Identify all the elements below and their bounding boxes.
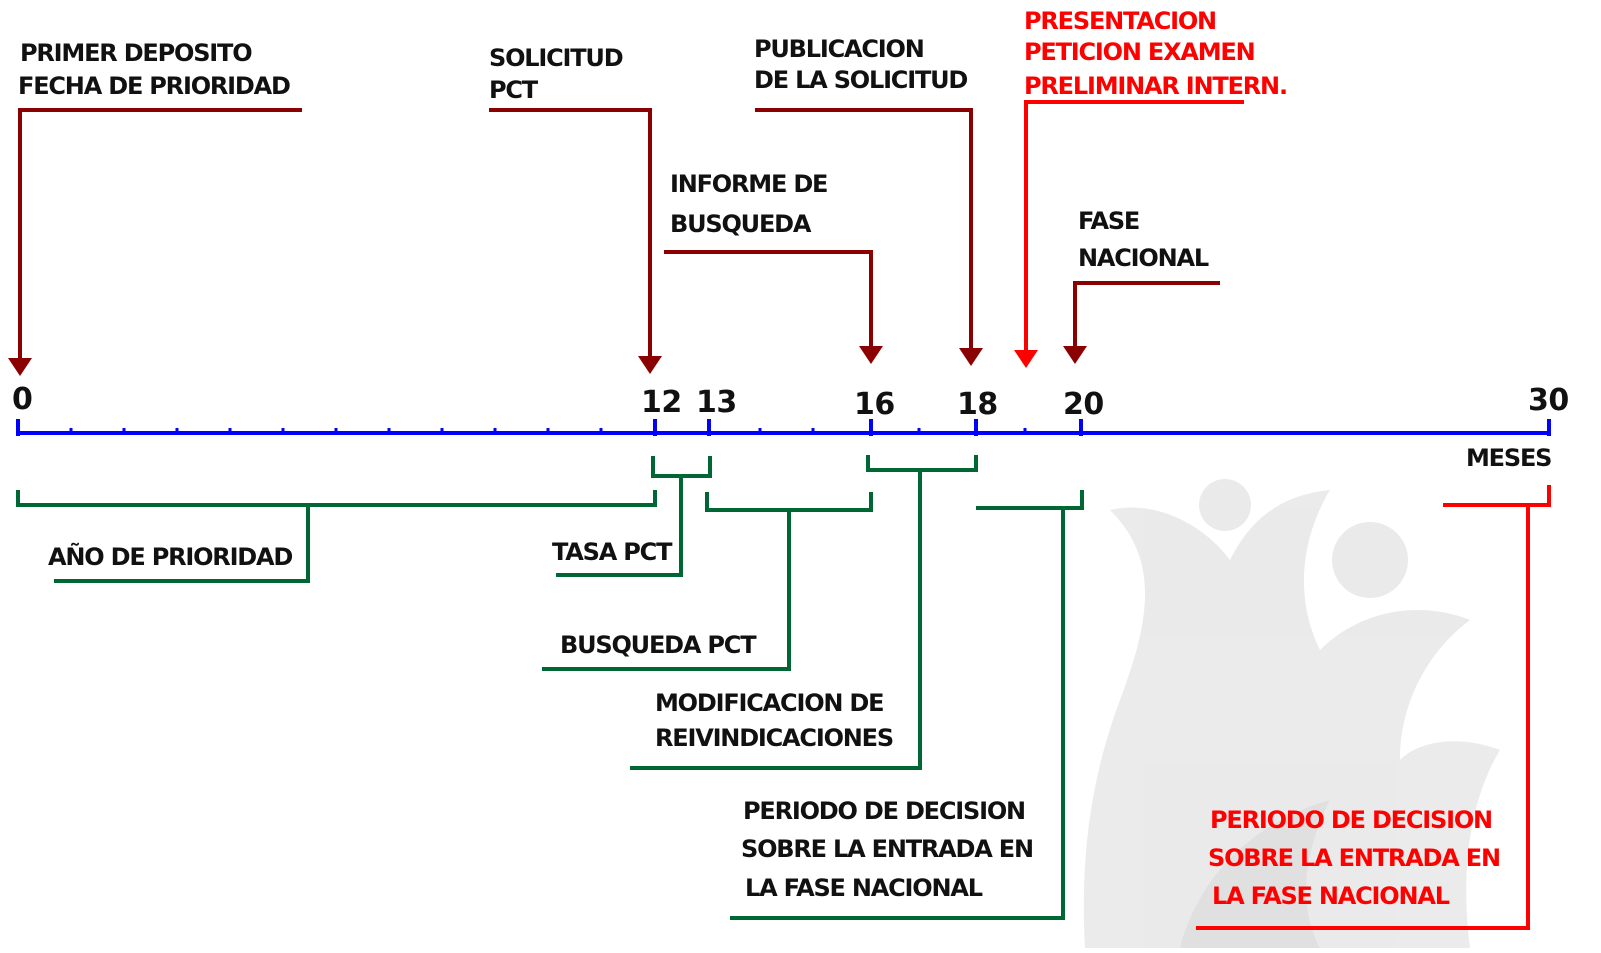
tick-label-13: 13 <box>696 385 737 420</box>
label-decision-green-1: PERIODO DE DECISION <box>743 797 1025 825</box>
label-fase-nacional-2: NACIONAL <box>1078 244 1209 272</box>
label-presentacion-1: PRESENTACION <box>1024 7 1216 35</box>
arrow-fase-nacional <box>1073 281 1220 348</box>
arrowhead-informe-busqueda <box>859 346 883 364</box>
arrow-solicitud-pct <box>489 108 652 358</box>
label-presentacion-2: PETICION EXAMEN <box>1024 38 1255 66</box>
arrow-publicacion <box>755 108 973 350</box>
arrow-presentacion-line <box>1024 100 1244 352</box>
arrowhead-fase-nacional <box>1063 346 1087 364</box>
tick-label-16: 16 <box>854 387 895 422</box>
arrowhead-solicitud-pct <box>638 356 662 374</box>
tick-label-12: 12 <box>641 385 682 420</box>
arrow-informe-busqueda <box>664 250 873 348</box>
label-publicacion-2: DE LA SOLICITUD <box>754 66 967 94</box>
arrowhead-primer-deposito <box>8 358 32 376</box>
period-brackets <box>16 455 1084 920</box>
label-modificacion-1: MODIFICACION DE <box>655 689 883 717</box>
event-arrowheads <box>8 346 1087 376</box>
tick-label-20: 20 <box>1063 387 1104 422</box>
label-ano-prioridad: AÑO DE PRIORIDAD <box>48 542 292 571</box>
label-busqueda-pct: BUSQUEDA PCT <box>560 631 757 659</box>
minor-ticks <box>69 428 1027 433</box>
bracket-tasa-pct <box>651 456 712 478</box>
label-decision-red-2: SOBRE LA ENTRADA EN <box>1208 844 1500 872</box>
label-decision-green-3: LA FASE NACIONAL <box>745 874 983 902</box>
major-ticks <box>16 419 1551 436</box>
timeline-axis <box>16 419 1551 436</box>
label-decision-green-2: SOBRE LA ENTRADA EN <box>741 835 1033 863</box>
label-fase-nacional-1: FASE <box>1078 207 1139 235</box>
tick-label-18: 18 <box>957 387 998 422</box>
label-informe-busqueda-2: BUSQUEDA <box>670 210 812 238</box>
label-decision-red-1: PERIODO DE DECISION <box>1210 806 1492 834</box>
leader-modificacion <box>630 470 922 770</box>
leader-decision-red <box>1196 505 1530 930</box>
bracket-decision-red <box>1443 485 1551 507</box>
leader-busqueda-pct <box>542 510 791 671</box>
tick-label-30: 30 <box>1528 383 1569 418</box>
label-primer-deposito-2: FECHA DE PRIORIDAD <box>18 72 290 100</box>
bracket-modificacion <box>866 455 978 472</box>
bracket-busqueda-pct <box>705 492 873 512</box>
bracket-ano-prioridad <box>16 490 657 507</box>
label-modificacion-2: REIVINDICACIONES <box>655 724 893 752</box>
label-tasa-pct: TASA PCT <box>552 538 673 566</box>
label-primer-deposito-1: PRIMER DEPOSITO <box>20 39 252 67</box>
tick-label-0: 0 <box>12 382 32 417</box>
watermark-emblem <box>1083 479 1500 948</box>
arrowhead-publicacion <box>959 348 983 366</box>
arrow-primer-deposito <box>18 108 302 360</box>
axis-unit-label: MESES <box>1466 444 1551 472</box>
event-arrows <box>18 108 1220 360</box>
leader-decision-green <box>730 508 1065 920</box>
period-bracket-red <box>1196 485 1551 930</box>
label-presentacion-3: PRELIMINAR INTERN. <box>1024 72 1287 100</box>
leader-ano-prioridad <box>54 505 310 583</box>
label-informe-busqueda-1: INFORME DE <box>670 170 827 198</box>
label-solicitud-pct-2: PCT <box>489 76 539 104</box>
period-labels: AÑO DE PRIORIDAD TASA PCT BUSQUEDA PCT M… <box>48 538 1501 910</box>
arrowhead-presentacion <box>1014 350 1038 368</box>
tick-labels: 0 12 13 16 18 20 30 MESES <box>12 382 1569 472</box>
event-labels: PRIMER DEPOSITO FECHA DE PRIORIDAD SOLIC… <box>18 7 1288 272</box>
label-publicacion-1: PUBLICACION <box>754 35 924 63</box>
label-decision-red-3: LA FASE NACIONAL <box>1212 882 1450 910</box>
leader-tasa-pct <box>556 476 683 577</box>
label-solicitud-pct-1: SOLICITUD <box>489 44 623 72</box>
bracket-decision-green <box>976 490 1084 510</box>
arrow-presentacion <box>1014 100 1244 368</box>
